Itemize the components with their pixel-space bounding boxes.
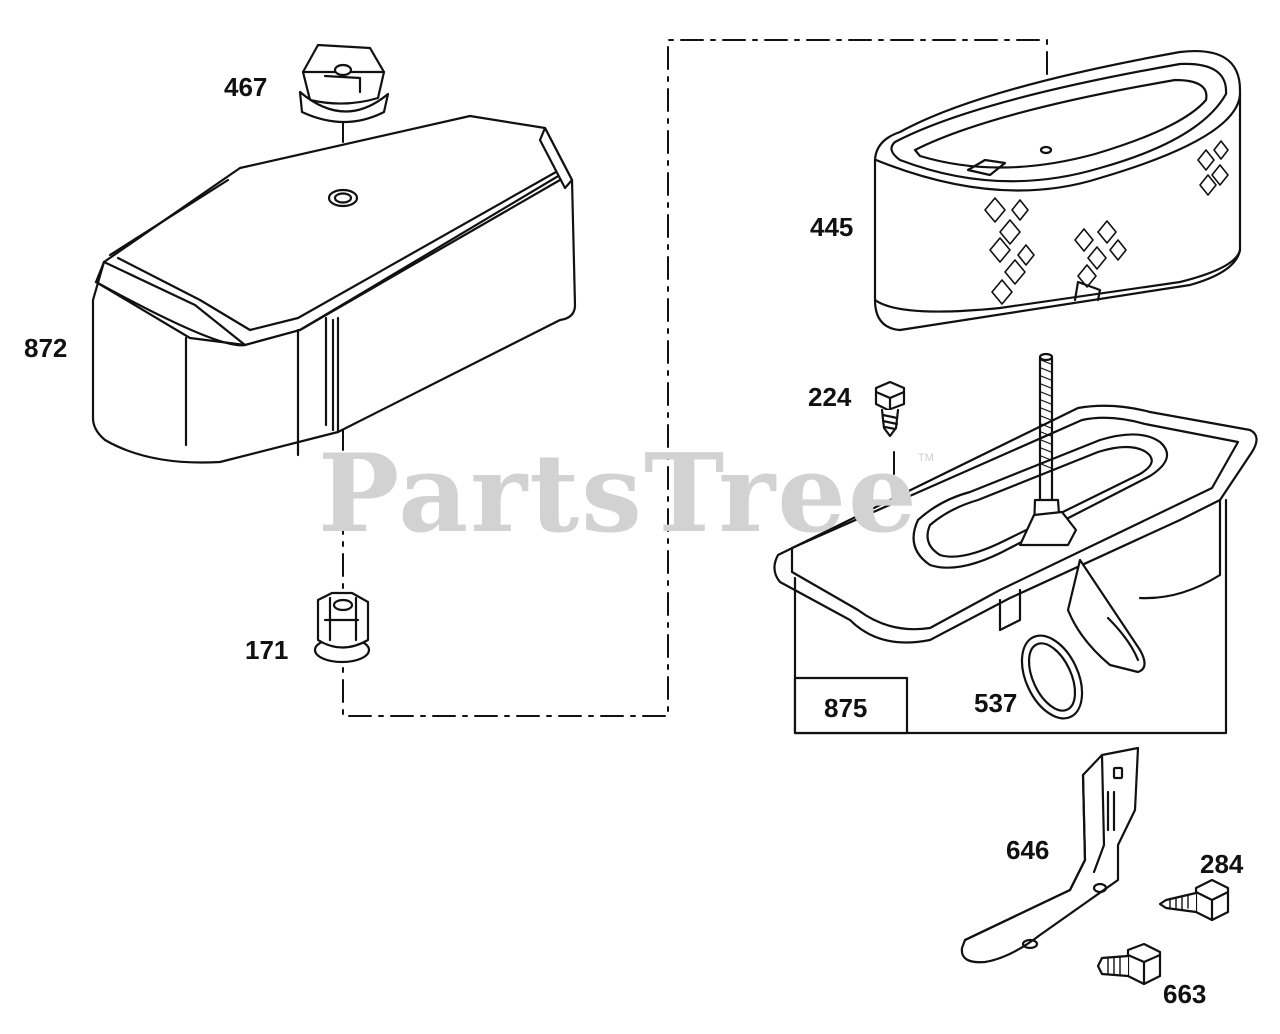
part-label-663[interactable]: 663 [1163,979,1207,1009]
trademark-mark: TM [918,452,934,464]
part-label-284[interactable]: 284 [1200,849,1244,879]
screw-284 [1158,878,1230,922]
part-label-171[interactable]: 171 [245,635,289,665]
seal-grommet-171 [313,591,371,664]
knob-467 [298,43,390,124]
part-label-467[interactable]: 467 [224,72,268,102]
part-label-875[interactable]: 875 [824,693,868,723]
part-label-537[interactable]: 537 [974,688,1018,718]
part-label-224[interactable]: 224 [808,382,852,412]
part-label-445[interactable]: 445 [810,212,854,242]
bolt-663 [1096,942,1162,986]
air-cleaner-base-875 [773,352,1258,735]
bracket-646 [960,746,1140,964]
o-ring-537 [1020,634,1084,720]
part-label-646[interactable]: 646 [1006,835,1050,865]
air-cleaner-cover-872 [91,114,577,464]
screw-224 [874,380,906,438]
filter-pleat-pattern [984,140,1229,305]
air-filter-cartridge-445 [873,50,1242,332]
part-label-872[interactable]: 872 [24,333,68,363]
